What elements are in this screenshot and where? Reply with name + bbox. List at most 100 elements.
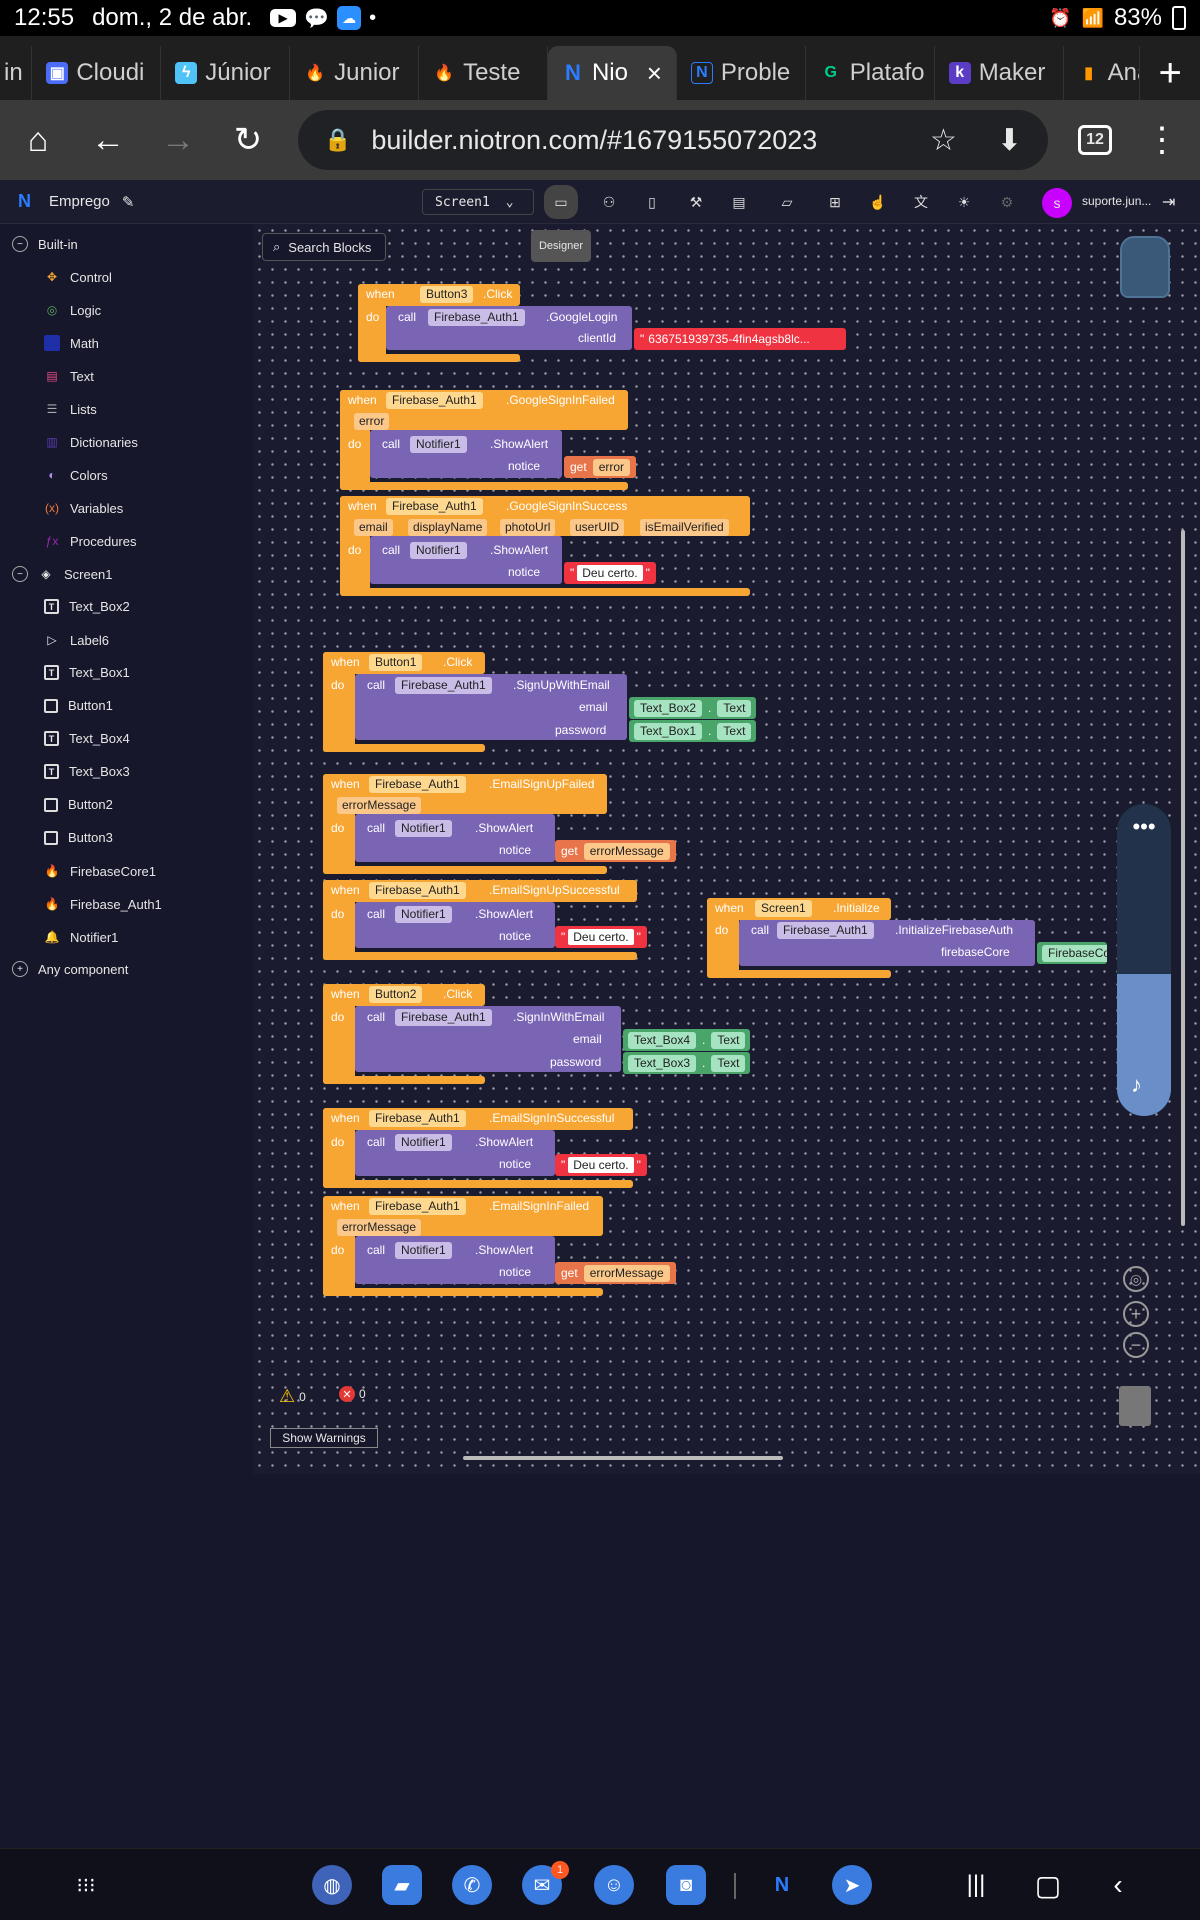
component-dropdown[interactable]: Firebase_Auth1: [777, 922, 874, 939]
component-dropdown[interactable]: Firebase_Auth1: [395, 1009, 492, 1026]
files-icon[interactable]: ▰: [382, 1865, 422, 1905]
blocks-workspace[interactable]: ⌕Search Blocks Designer when Button3 .Cl…: [253, 224, 1200, 1474]
component-block[interactable]: FirebaseCor: [1037, 942, 1107, 964]
tab-9[interactable]: ▮Ana: [1064, 46, 1141, 100]
screen-toggle[interactable]: −◈Screen1: [12, 566, 112, 582]
forward-icon[interactable]: →: [161, 120, 195, 159]
component-dropdown[interactable]: Button3: [420, 286, 474, 303]
search-blocks-button[interactable]: ⌕Search Blocks: [262, 233, 386, 261]
component-button1[interactable]: Button1: [44, 698, 113, 713]
warning-indicator[interactable]: ⚠0: [279, 1386, 306, 1406]
zoom-out-icon[interactable]: −: [1123, 1332, 1149, 1358]
error-indicator[interactable]: ✕0: [339, 1386, 366, 1402]
internet-browser-icon[interactable]: ◍: [312, 1865, 352, 1905]
pencil-icon[interactable]: ✎: [121, 193, 135, 211]
back-icon[interactable]: ←: [91, 120, 125, 159]
category-math[interactable]: Math: [44, 335, 99, 351]
string-literal[interactable]: "Deu certo.": [555, 926, 647, 948]
category-dictionaries[interactable]: ▥Dictionaries: [44, 434, 138, 450]
category-logic[interactable]: ◎Logic: [44, 302, 101, 318]
blocks-view-icon[interactable]: ⚇: [602, 193, 616, 210]
component-dropdown[interactable]: Firebase_Auth1: [369, 1198, 466, 1215]
tab-0[interactable]: in: [0, 46, 33, 100]
back-button-icon[interactable]: ‹: [1113, 1869, 1123, 1900]
event-param[interactable]: photoUrl: [500, 519, 556, 536]
category-lists[interactable]: ☰Lists: [44, 401, 97, 417]
component-notifier1[interactable]: 🔔Notifier1: [44, 929, 119, 945]
component-dropdown[interactable]: Notifier1: [410, 542, 467, 559]
tab-1[interactable]: ▣Cloudi: [32, 46, 162, 100]
music-note-icon[interactable]: ♪: [1131, 1072, 1142, 1097]
string-literal[interactable]: "Deu certo.": [555, 1154, 647, 1176]
category-text[interactable]: ▤Text: [44, 368, 94, 384]
close-tab-icon[interactable]: ×: [646, 57, 662, 88]
download-icon[interactable]: ⬇: [996, 123, 1022, 157]
component-dropdown[interactable]: Notifier1: [410, 436, 467, 453]
event-param[interactable]: email: [354, 519, 393, 536]
event-param[interactable]: error: [354, 413, 390, 430]
component-dropdown[interactable]: Notifier1: [395, 1134, 452, 1151]
tap-icon[interactable]: ☝: [869, 193, 887, 210]
category-colors[interactable]: ◐Colors: [44, 467, 107, 483]
recent-apps-icon[interactable]: |||: [966, 1871, 986, 1898]
event-param[interactable]: errorMessage: [337, 797, 422, 814]
zoom-in-icon[interactable]: +: [1123, 1301, 1149, 1327]
component-dropdown[interactable]: Firebase_Auth1: [369, 882, 466, 899]
home-button-icon[interactable]: ▢: [1034, 1869, 1062, 1901]
address-bar[interactable]: 🔒 builder.niotron.com/#1679155072023 ☆ ⬇: [298, 110, 1048, 170]
component-dropdown[interactable]: Firebase_Auth1: [386, 498, 483, 515]
string-literal[interactable]: " 636751939735-4fin4agsb8lc...: [634, 328, 846, 350]
floating-side-panel[interactable]: ••• ♪: [1117, 804, 1171, 1116]
show-warnings-button[interactable]: Show Warnings: [270, 1428, 378, 1448]
menu-kebab-icon[interactable]: ⋮: [1145, 121, 1179, 159]
component-dropdown[interactable]: Firebase_Auth1: [369, 776, 466, 793]
component-dropdown[interactable]: Firebase_Auth1: [428, 309, 525, 326]
any-component-toggle[interactable]: +Any component: [12, 961, 128, 977]
component-dropdown[interactable]: Button1: [369, 654, 423, 671]
backpack-icon[interactable]: [1120, 236, 1170, 298]
horizontal-scrollbar[interactable]: [463, 1456, 783, 1460]
event-param[interactable]: errorMessage: [337, 1219, 422, 1236]
build-tools-icon[interactable]: ⚒: [689, 193, 703, 210]
app-drawer-icon[interactable]: ⁝⁝⁝: [76, 1874, 96, 1897]
camera-icon[interactable]: ◙: [666, 1865, 706, 1905]
component-dropdown[interactable]: Firebase_Auth1: [395, 677, 492, 694]
string-literal[interactable]: "Deu certo.": [564, 562, 656, 584]
component-dropdown[interactable]: Notifier1: [395, 906, 452, 923]
component-dropdown[interactable]: Notifier1: [395, 1242, 452, 1259]
recenter-icon[interactable]: ◎: [1123, 1266, 1149, 1292]
component-button2[interactable]: Button2: [44, 797, 113, 812]
more-dots-icon[interactable]: •••: [1132, 814, 1156, 839]
avatar[interactable]: s: [1042, 188, 1072, 218]
book-icon[interactable]: ▤: [732, 193, 746, 210]
contacts-icon[interactable]: ☺: [594, 1865, 634, 1905]
theme-sun-icon[interactable]: ☀: [957, 193, 971, 210]
vertical-scrollbar[interactable]: [1181, 530, 1185, 1226]
component-firebasecore1[interactable]: 🔥FirebaseCore1: [44, 863, 156, 879]
builtin-toggle[interactable]: −Built-in: [12, 236, 78, 252]
event-param[interactable]: displayName: [408, 519, 488, 536]
home-icon[interactable]: ⌂: [27, 120, 49, 159]
bookmark-star-icon[interactable]: ☆: [929, 123, 957, 157]
tab-4[interactable]: 🔥Teste: [419, 46, 548, 100]
messages-icon[interactable]: ✉: [522, 1865, 562, 1905]
screen-selector[interactable]: Screen1⌄: [422, 189, 534, 215]
component-dropdown[interactable]: Notifier1: [395, 820, 452, 837]
tab-3[interactable]: 🔥Junior: [290, 46, 420, 100]
account-name[interactable]: suporte.jun...: [1082, 194, 1152, 208]
telegram-icon[interactable]: ➤: [832, 1865, 872, 1905]
component-property-block[interactable]: Text_Box2.Text: [629, 697, 757, 719]
component-dropdown[interactable]: Firebase_Auth1: [369, 1110, 466, 1127]
